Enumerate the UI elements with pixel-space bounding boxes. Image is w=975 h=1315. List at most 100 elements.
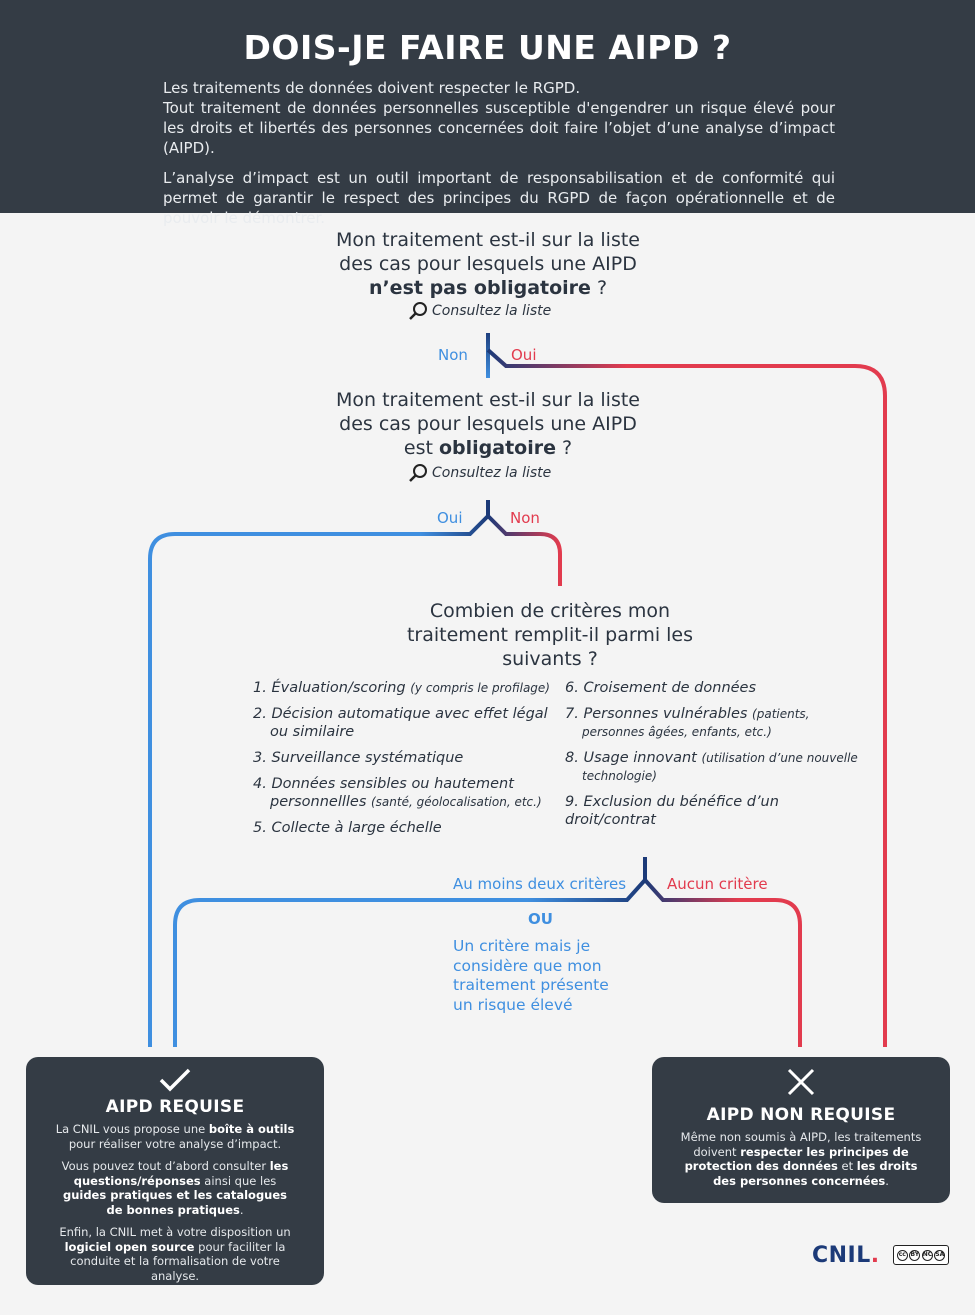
rights-link[interactable]: les droits des personnes concernées [713, 1159, 918, 1188]
q3-right-label: Aucun critère [667, 875, 768, 893]
text-span: et [837, 1159, 857, 1173]
intro-text: Les traitements de données doivent respe… [163, 78, 835, 228]
q1-oui-label: Oui [511, 346, 537, 364]
criterion-number: 1. [253, 680, 267, 696]
q1-non-label: Non [438, 346, 468, 364]
criterion-text: Surveillance systématique [271, 750, 464, 766]
criterion-number: 7. [565, 706, 579, 722]
criterion-number: 4. [253, 776, 267, 792]
criterion-text: Évaluation/scoring [271, 680, 406, 696]
q3-line2: traitement remplit-il parmi les [406, 624, 694, 646]
q2-bold: obligatoire [438, 437, 556, 459]
q3-line1: Combien de critères mon [429, 600, 671, 622]
question-3: Combien de critères mon traitement rempl… [380, 599, 720, 671]
criterion-text: Données sensibles ou hautement personnel… [270, 776, 514, 810]
q2-prefix: est [403, 437, 439, 459]
q1-oui-branch [486, 348, 887, 1047]
text-span: pour réaliser votre analyse d’impact. [68, 1136, 282, 1151]
q2-non-branch [486, 514, 562, 586]
result-aipd-non-requise: AIPD NON REQUISE Même non soumis à AIPD,… [652, 1057, 950, 1203]
cnil-logo: CNIL. [812, 1243, 880, 1268]
q1-suffix: ? [590, 277, 608, 299]
software-link[interactable]: logiciel open source [64, 1239, 195, 1254]
q2-lookup-label: Consultez la liste [432, 465, 552, 481]
magnifier-icon [409, 464, 427, 482]
criterion-7: 7. Personnes vulnérables (patients, pers… [565, 705, 870, 741]
q2-line2: des cas pour lesquels une AIPD [339, 413, 637, 435]
text-span: ainsi que les [200, 1173, 277, 1188]
criterion-text: Collecte à large échelle [271, 820, 442, 836]
criterion-number: 9. [565, 794, 579, 810]
criterion-text: Usage innovant [583, 750, 697, 766]
q1-line1: Mon traitement est-il sur la liste [336, 229, 640, 251]
text-span: Enfin, la CNIL met à votre disposition u… [59, 1225, 291, 1239]
criterion-number: 3. [253, 750, 267, 766]
criterion-5: 5. Collecte à large échelle [253, 819, 553, 837]
faq-link[interactable]: les questions/réponses [73, 1159, 289, 1188]
text-span: . [885, 1173, 889, 1188]
criterion-text: Décision automatique avec effet légal ou… [270, 706, 548, 740]
cnil-logo-text: CNIL [812, 1243, 871, 1268]
criterion-number: 6. [565, 680, 579, 696]
criterion-note: (santé, géolocalisation, etc.) [370, 795, 542, 809]
nc-icon: NC [921, 1249, 933, 1261]
principles-link[interactable]: respecter les principes de protection de… [684, 1144, 909, 1174]
criterion-number: 8. [565, 750, 579, 766]
question-2: Mon traitement est-il sur la liste des c… [288, 388, 688, 460]
criterion-number: 2. [253, 706, 267, 722]
guides-link[interactable]: guides pratiques et les catalogues de bo… [62, 1188, 288, 1217]
by-icon: BY [909, 1249, 921, 1261]
text-span: La CNIL vous propose une [55, 1122, 209, 1136]
q2-oui-label: Oui [437, 509, 463, 527]
intro-line-1: Les traitements de données doivent respe… [163, 79, 581, 97]
cross-icon [787, 1068, 815, 1096]
alt-line: considère que mon [453, 956, 602, 975]
criterion-3: 3. Surveillance systématique [253, 749, 553, 767]
text-span: Même non soumis à AIPD, les traitements … [680, 1130, 922, 1159]
header-banner: DOIS-JE FAIRE UNE AIPD ? Les traitements… [0, 0, 975, 227]
result-required-title: AIPD REQUISE [105, 1097, 245, 1117]
criterion-9: 9. Exclusion du bénéfice d’un droit/cont… [565, 793, 870, 829]
criterion-note: (patients, personnes âgées, enfants, etc… [582, 707, 810, 739]
checkmark-icon [159, 1068, 191, 1092]
q2-suffix: ? [555, 437, 573, 459]
q3-line3: suivants ? [502, 648, 598, 670]
criteria-list-right: 6. Croisement de données 7. Personnes vu… [565, 679, 870, 837]
page-title: DOIS-JE FAIRE UNE AIPD ? [243, 28, 732, 67]
sa-icon: SA [934, 1249, 946, 1261]
magnifier-icon [409, 302, 427, 320]
alt-line: Un critère mais je [453, 937, 591, 955]
q1-line2: des cas pour lesquels une AIPD [339, 253, 637, 275]
criterion-1: 1. Évaluation/scoring (y compris le prof… [253, 679, 553, 697]
result-not-required-title: AIPD NON REQUISE [706, 1105, 896, 1125]
criterion-text: Croisement de données [583, 680, 757, 696]
q2-lookup-link[interactable]: Consultez la liste [408, 463, 551, 483]
result-required-text: La CNIL vous propose une boîte à outils … [54, 1122, 296, 1291]
alternative-condition: Un critère mais je considère que mon tra… [453, 937, 633, 1015]
criterion-note: (y compris le profilage) [410, 681, 550, 695]
criterion-6: 6. Croisement de données [565, 679, 870, 697]
intro-paragraph-2: L’analyse d’impact est un outil importan… [163, 169, 835, 227]
result-not-required-text: Même non soumis à AIPD, les traitements … [680, 1130, 922, 1188]
intro-line-2: Tout traitement de données personnelles … [163, 99, 835, 157]
creative-commons-badge: cc BY NC SA [893, 1245, 949, 1265]
question-1: Mon traitement est-il sur la liste des c… [288, 228, 688, 300]
q3-left-label: Au moins deux critères [453, 875, 627, 893]
q1-lookup-label: Consultez la liste [432, 303, 552, 319]
q1-lookup-link[interactable]: Consultez la liste [408, 301, 551, 321]
cnil-logo-dot: . [870, 1243, 880, 1268]
text-span: . [239, 1202, 244, 1217]
criteria-list-left: 1. Évaluation/scoring (y compris le prof… [253, 679, 553, 845]
criterion-8: 8. Usage innovant (utilisation d’une nou… [565, 749, 870, 785]
ou-label: OU [528, 910, 553, 928]
alt-line: traitement présente [453, 976, 609, 994]
text-span: Vous pouvez tout d’abord consulter [61, 1159, 270, 1173]
criterion-4: 4. Données sensibles ou hautement person… [253, 775, 553, 811]
criterion-text: Exclusion du bénéfice d’un droit/contrat [565, 794, 779, 828]
toolbox-link[interactable]: boîte à outils [208, 1122, 295, 1136]
q2-oui-branch [148, 514, 490, 1047]
alt-line: un risque élevé [453, 995, 573, 1014]
q2-non-label: Non [510, 509, 540, 527]
criterion-2: 2. Décision automatique avec effet légal… [253, 705, 553, 741]
